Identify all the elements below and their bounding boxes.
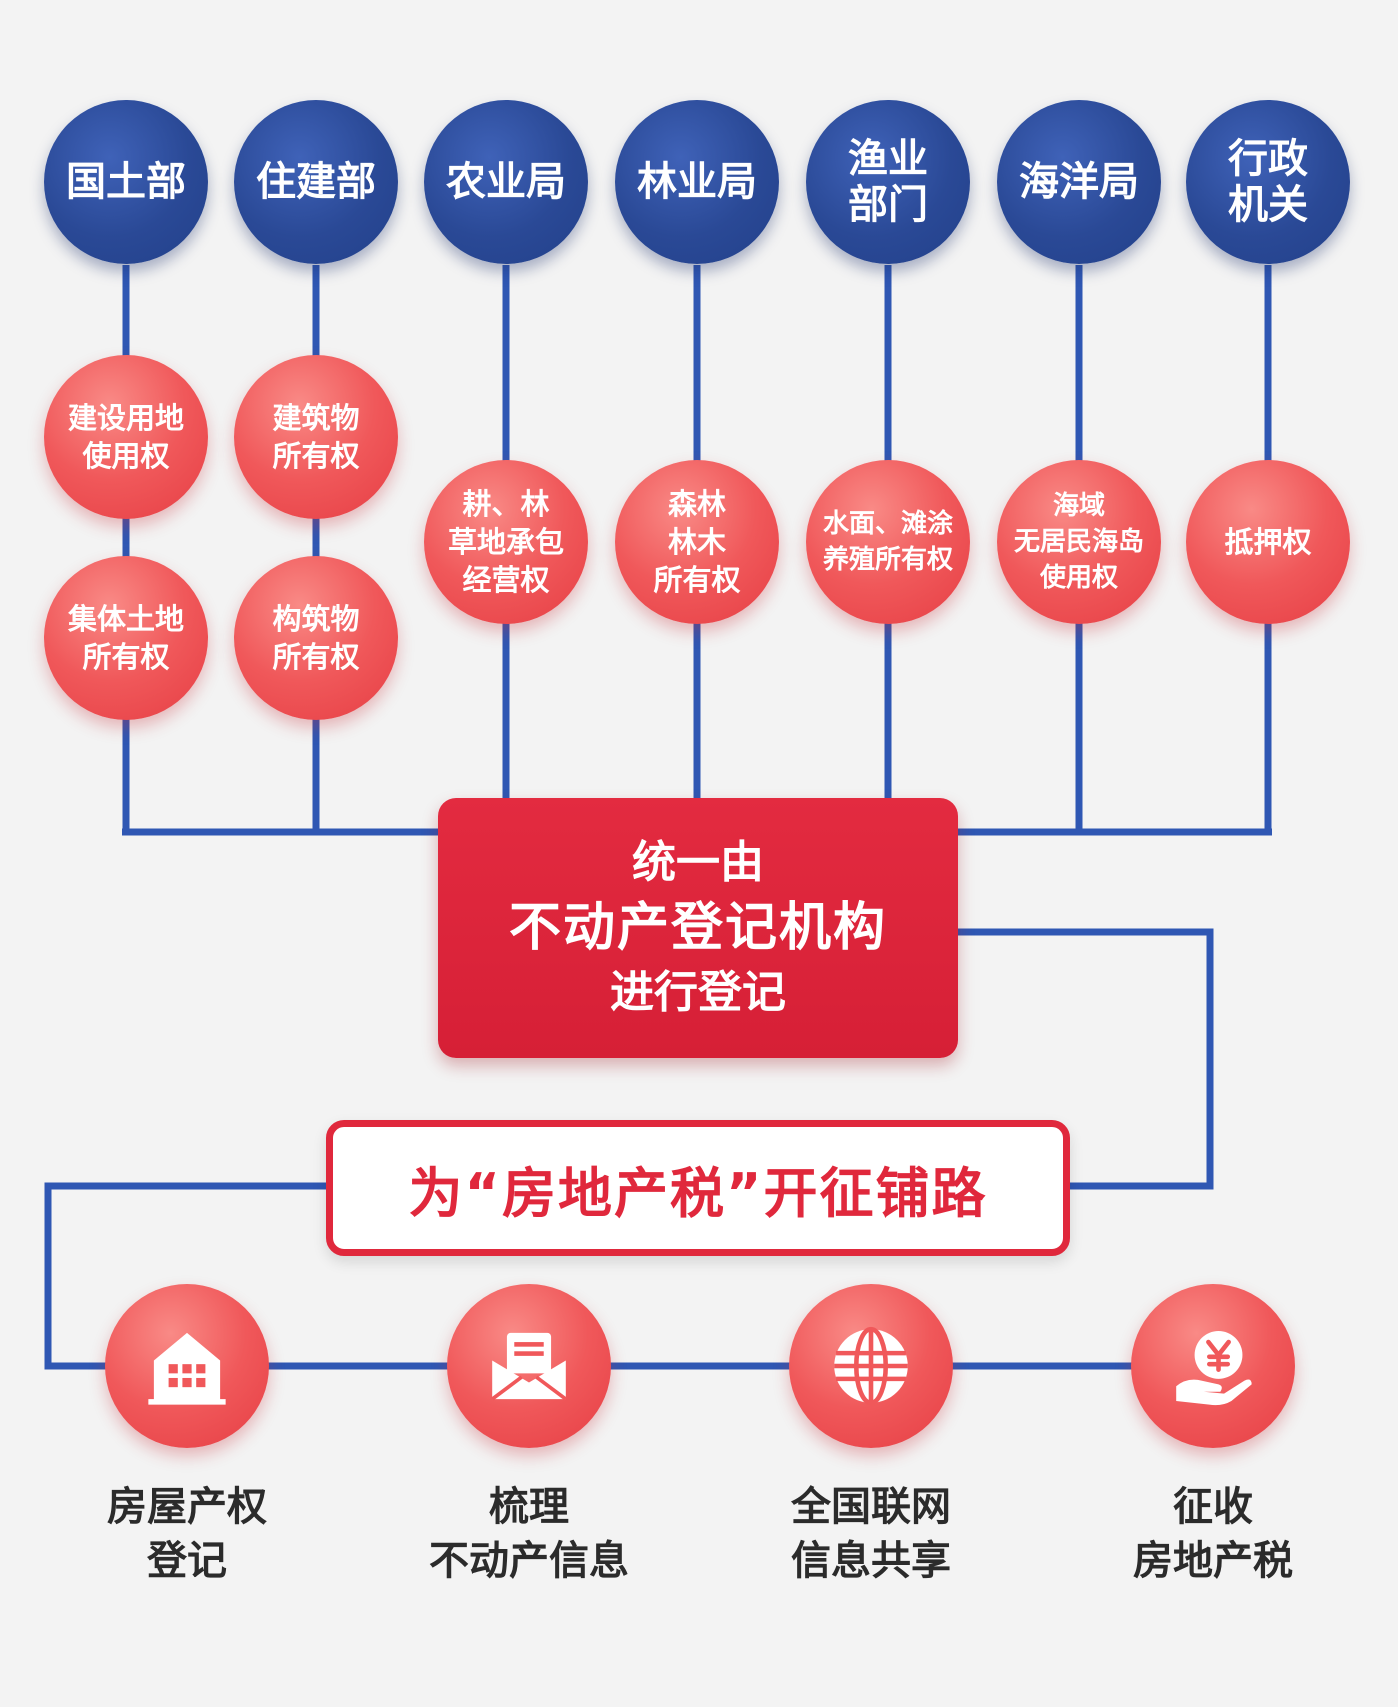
envelope-icon bbox=[491, 1332, 567, 1401]
dept-linyeju: 林业局 bbox=[615, 100, 779, 264]
center-line-3: 进行登记 bbox=[610, 967, 786, 1018]
step-sort-info bbox=[447, 1284, 611, 1448]
slogan-box: 为“房地产税”开征铺路 bbox=[326, 1120, 1070, 1256]
right-aquaculture-ownership: 水面、滩涂养殖所有权 bbox=[806, 460, 970, 624]
yuan-hand-icon bbox=[1176, 1331, 1252, 1406]
center-line-2: 不动产登记机构 bbox=[508, 898, 887, 958]
dept-xingzheng: 行政机关 bbox=[1186, 100, 1350, 264]
dept-yuye: 渔业部门 bbox=[806, 100, 970, 264]
step-label-collect-tax: 征收房地产税 bbox=[1133, 1484, 1293, 1584]
right-building-ownership: 建筑物所有权 bbox=[234, 355, 398, 519]
right-sea-island-use: 海域无居民海岛使用权 bbox=[997, 460, 1161, 624]
dept-nongyeju: 农业局 bbox=[424, 100, 588, 264]
building-icon bbox=[148, 1332, 226, 1405]
step-collect-tax bbox=[1131, 1284, 1295, 1448]
right-forest-ownership: 森林林木所有权 bbox=[615, 460, 779, 624]
slogan-text: 为“房地产税”开征铺路 bbox=[408, 1161, 988, 1225]
right-contract-management: 耕、林草地承包经营权 bbox=[424, 460, 588, 624]
right-construction-land-use: 建设用地使用权 bbox=[44, 355, 208, 519]
step-label-house-registration: 房屋产权登记 bbox=[107, 1484, 267, 1584]
registration-agency-box: 统一由 不动产登记机构 进行登记 bbox=[438, 798, 958, 1058]
dept-haiyangju: 海洋局 bbox=[997, 100, 1161, 264]
center-line-1: 统一由 bbox=[632, 837, 764, 888]
right-collective-land-ownership: 集体土地所有权 bbox=[44, 556, 208, 720]
right-mortgage: 抵押权 bbox=[1186, 460, 1350, 624]
globe-icon bbox=[834, 1326, 908, 1406]
right-structure-ownership: 构筑物所有权 bbox=[234, 556, 398, 720]
step-house-registration bbox=[105, 1284, 269, 1448]
dept-guotubu: 国土部 bbox=[44, 100, 208, 264]
dept-zhujianbu: 住建部 bbox=[234, 100, 398, 264]
step-label-sort-info: 梳理不动产信息 bbox=[429, 1484, 629, 1584]
step-network-sharing bbox=[789, 1284, 953, 1448]
step-label-network-sharing: 全国联网信息共享 bbox=[791, 1484, 951, 1584]
